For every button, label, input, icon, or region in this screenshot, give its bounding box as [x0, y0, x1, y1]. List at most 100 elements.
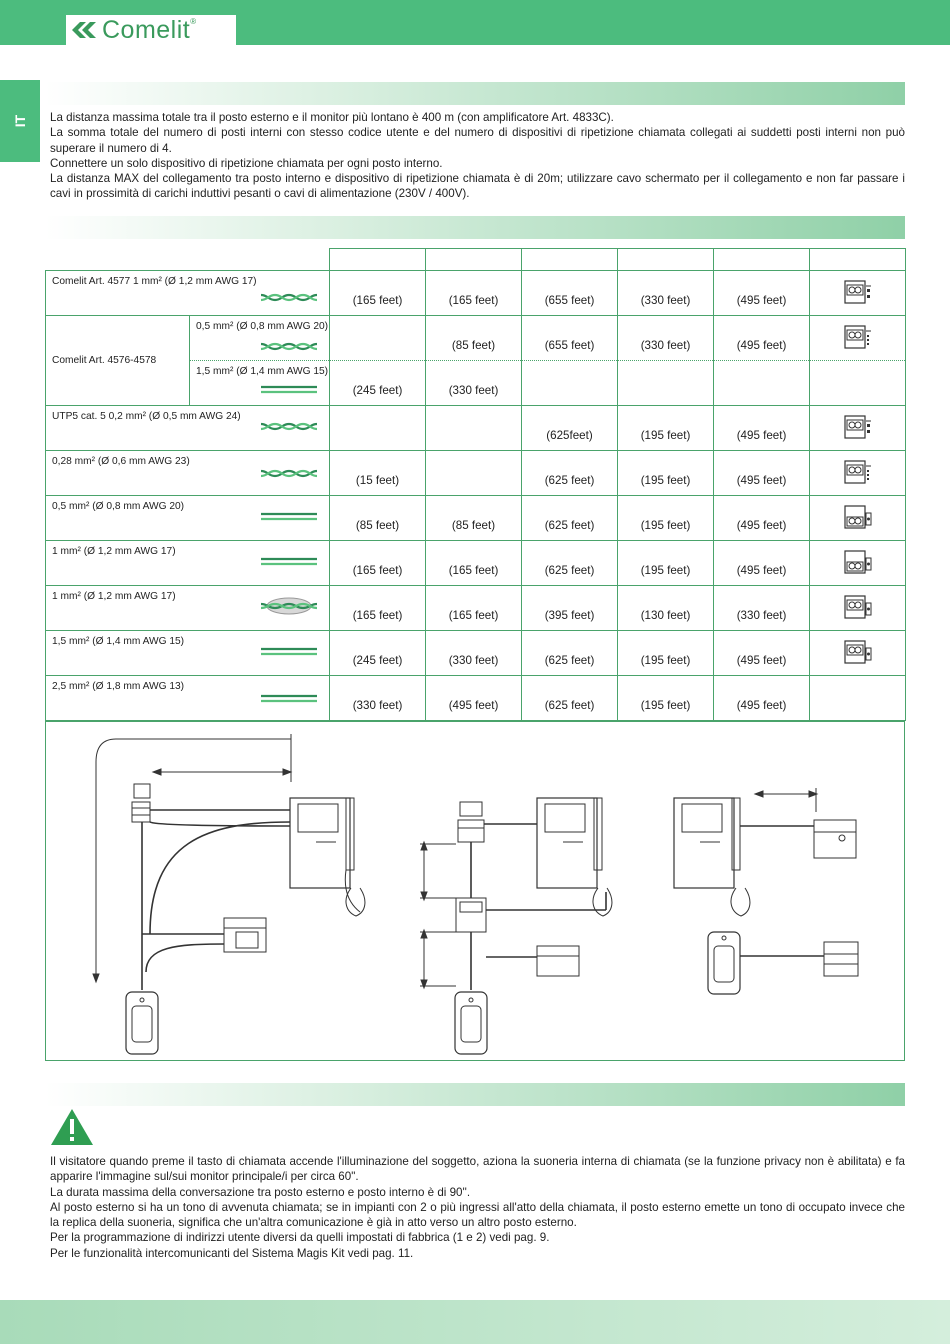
table-row: UTP5 cat. 5 0,2 mm² (Ø 0,5 mm AWG 24) (6… [45, 405, 906, 451]
cable-group-label: Comelit Art. 4576-4578 [45, 315, 190, 406]
distance-cell: (625 feet) [521, 540, 618, 586]
straight-cable-icon [261, 557, 317, 566]
distance-cell: (165 feet) [329, 585, 426, 631]
distance-cell: (495 feet) [713, 405, 810, 451]
warning-paragraph: Per la programmazione di indirizzi utent… [50, 1231, 550, 1245]
distance-cell: (85 feet) [425, 495, 522, 541]
device-icon-cell [809, 675, 906, 721]
cable-description: 1,5 mm² (Ø 1,4 mm AWG 15) [45, 630, 330, 676]
table-row: 1,5 mm² (Ø 1,4 mm AWG 15) (245 feet) (33… [46, 360, 906, 406]
device-icon-cell [809, 315, 906, 361]
distance-cell: (85 feet) [425, 315, 522, 361]
language-tab: IT [0, 80, 40, 162]
section-bar-operation [45, 1083, 905, 1106]
cable-description: 0,28 mm² (Ø 0,6 mm AWG 23) [45, 450, 330, 496]
distance-cell: (330 feet) [425, 630, 522, 676]
monitor-wiring-icon [844, 505, 872, 529]
table-row: 1 mm² (Ø 1,2 mm AWG 17) (165 feet) (165 … [45, 585, 906, 631]
distance-cell: (495 feet) [713, 270, 810, 316]
straight-cable-icon [261, 512, 317, 521]
distance-cell: (495 feet) [713, 675, 810, 721]
monitor-wiring-icon [844, 640, 872, 664]
distance-cell [329, 315, 426, 361]
table-corner [45, 248, 330, 271]
brand-name: Comelit [102, 15, 191, 44]
monitor-wiring-icon [844, 460, 871, 484]
section-bar-distances [45, 82, 905, 105]
intro-paragraph: La distanza MAX del collegamento tra pos… [50, 172, 905, 201]
table-row: 0,28 mm² (Ø 0,6 mm AWG 23) (15 feet) (62… [45, 450, 906, 496]
distance-cell [425, 450, 522, 496]
distance-cell: (165 feet) [425, 540, 522, 586]
distance-cell: (655 feet) [521, 270, 618, 316]
distance-cell: (195 feet) [617, 495, 714, 541]
distance-cell: (495 feet) [713, 630, 810, 676]
distance-cell: (245 feet) [329, 360, 426, 406]
distance-cell: (195 feet) [617, 675, 714, 721]
device-icon-cell [809, 540, 906, 586]
distance-cell: (495 feet) [713, 495, 810, 541]
distance-cell: (330 feet) [617, 270, 714, 316]
distance-cell [425, 405, 522, 451]
warning-icon [51, 1109, 93, 1145]
distance-cell: (625 feet) [521, 450, 618, 496]
installation-diagram [45, 721, 905, 1061]
cable-description: 0,5 mm² (Ø 0,8 mm AWG 20) [189, 315, 330, 361]
monitor-wiring-icon [844, 550, 872, 574]
warning-text: Il visitatore quando preme il tasto di c… [50, 1154, 905, 1261]
cable-description: Comelit Art. 4577 1 mm² (Ø 1,2 mm AWG 17… [45, 270, 330, 316]
registered-mark: ® [190, 17, 197, 26]
twisted-cable-icon [261, 422, 317, 431]
table-header-cell [425, 248, 522, 271]
cable-description: 1 mm² (Ø 1,2 mm AWG 17) [45, 585, 330, 631]
distance-cell: (655 feet) [521, 315, 618, 361]
device-icon-cell [809, 405, 906, 451]
cable-description: 0,5 mm² (Ø 0,8 mm AWG 20) [45, 495, 330, 541]
monitor-wiring-icon [844, 280, 871, 304]
device-icon-cell [809, 450, 906, 496]
distance-cell: (625 feet) [521, 675, 618, 721]
distance-cell: (330 feet) [617, 315, 714, 361]
cable-description: 2,5 mm² (Ø 1,8 mm AWG 13) [45, 675, 330, 721]
distance-cell [713, 360, 810, 406]
table-header-cell [617, 248, 714, 271]
table-row: Comelit Art. 4577 1 mm² (Ø 1,2 mm AWG 17… [45, 270, 906, 316]
distance-cell: (625 feet) [521, 630, 618, 676]
distance-cell: (165 feet) [425, 585, 522, 631]
intro-paragraph: Connettere un solo dispositivo di ripeti… [50, 156, 443, 170]
distance-cell: (625feet) [521, 405, 618, 451]
distance-cell: (330 feet) [329, 675, 426, 721]
distance-cell: (245 feet) [329, 630, 426, 676]
device-icon-cell [809, 360, 906, 406]
device-icon-cell [809, 585, 906, 631]
straight-cable-icon [261, 694, 317, 703]
straight-cable-icon [261, 647, 317, 656]
footer-bar [0, 1300, 950, 1344]
distance-cell: (195 feet) [617, 630, 714, 676]
distance-cell: (330 feet) [713, 585, 810, 631]
distance-cell: (195 feet) [617, 405, 714, 451]
distance-cell: (495 feet) [713, 450, 810, 496]
device-icon-cell [809, 270, 906, 316]
monitor-wiring-icon [844, 595, 872, 619]
wiring-diagram-drawing [92, 734, 859, 1055]
distance-cell: (495 feet) [713, 315, 810, 361]
monitor-wiring-icon [844, 415, 871, 439]
distance-cell: (165 feet) [329, 540, 426, 586]
table-row: 1 mm² (Ø 1,2 mm AWG 17) (165 feet) (165 … [45, 540, 906, 586]
language-tab-label: IT [11, 114, 28, 128]
distance-cell: (130 feet) [617, 585, 714, 631]
distance-cell [521, 360, 618, 406]
table-header-cell [329, 248, 426, 271]
distance-cell: (85 feet) [329, 495, 426, 541]
intro-paragraph: La distanza massima totale tra il posto … [50, 111, 614, 124]
comelit-logo-mark-icon [72, 22, 96, 38]
device-icon-cell [809, 495, 906, 541]
table-header-row [45, 248, 906, 271]
distance-cell: (495 feet) [425, 675, 522, 721]
distance-cell: (195 feet) [617, 540, 714, 586]
table-header-cell [521, 248, 618, 271]
cable-description: 1,5 mm² (Ø 1,4 mm AWG 15) [189, 360, 330, 406]
device-icon-cell [809, 630, 906, 676]
section-bar-cables [45, 216, 905, 239]
